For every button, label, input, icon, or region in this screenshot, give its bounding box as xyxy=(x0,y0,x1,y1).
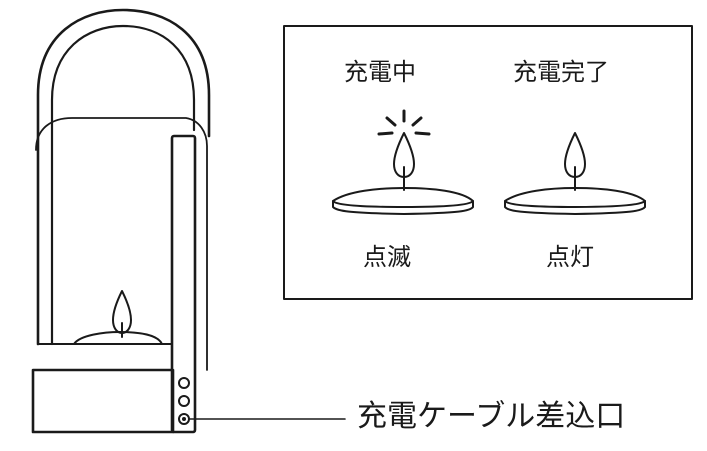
blink-ray xyxy=(385,116,397,127)
charging-label: 充電中 xyxy=(344,58,416,86)
charging-port-core xyxy=(182,417,186,421)
charging-port-label: 充電ケーブル差込口 xyxy=(357,399,626,434)
lantern-base xyxy=(31,368,175,434)
blink-ray xyxy=(411,116,423,127)
charging-port[interactable] xyxy=(178,413,190,425)
power-button[interactable] xyxy=(178,377,190,389)
blink-ray xyxy=(414,131,431,136)
blink-ray xyxy=(377,131,394,136)
status-panel xyxy=(283,25,693,300)
candle-top xyxy=(332,187,474,215)
complete-state-label: 点灯 xyxy=(546,243,594,271)
lantern-side-post xyxy=(170,134,197,434)
charging-candle xyxy=(332,109,474,215)
lantern xyxy=(31,8,346,434)
lantern-handle-inner xyxy=(50,24,196,346)
candle-body xyxy=(73,331,163,345)
candle-top xyxy=(504,187,646,215)
candle-edge xyxy=(504,200,646,208)
complete-candle xyxy=(504,132,646,215)
mode-button[interactable] xyxy=(178,395,190,407)
lantern-handle-outer xyxy=(36,8,211,346)
candle-edge xyxy=(332,200,474,208)
lantern-glass xyxy=(35,117,208,371)
complete-label: 充電完了 xyxy=(513,58,609,86)
charging-state-label: 点滅 xyxy=(363,243,411,271)
